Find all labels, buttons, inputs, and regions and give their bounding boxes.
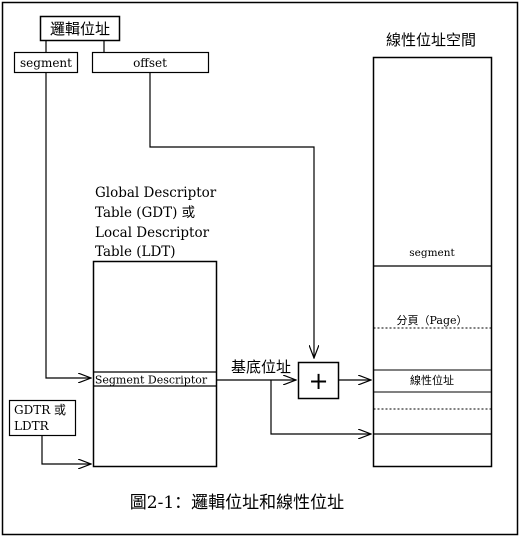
linear-space-box bbox=[372, 56, 493, 468]
descriptor-table-line-4: Table (LDT) bbox=[95, 244, 176, 260]
figure-caption: 圖2-1：邏輯位址和線性位址 bbox=[130, 493, 344, 513]
descriptor-table-box bbox=[92, 260, 218, 468]
offset-to-adder-arrow bbox=[149, 72, 314, 359]
gdtr-line-1: GDTR 或 bbox=[14, 403, 66, 417]
descriptor-table-line-3: Local Descriptor bbox=[95, 225, 210, 241]
base-to-linear-arrow bbox=[270, 380, 371, 434]
linear-address-label: 線性位址 bbox=[410, 373, 454, 387]
gdtr-to-table-arrow bbox=[41, 435, 91, 465]
base-address-label: 基底位址 bbox=[231, 358, 291, 376]
descriptor-table-line-1: Global Descriptor bbox=[95, 185, 217, 201]
linear-segment-label: segment bbox=[409, 247, 455, 259]
segment-selector-label: segment bbox=[20, 56, 72, 70]
gdtr-line-2: LDTR bbox=[14, 419, 50, 433]
segment-descriptor-label: Segment Descriptor bbox=[95, 374, 208, 387]
linear-space-title: 線性位址空間 bbox=[386, 31, 476, 49]
page-label: 分頁（Page） bbox=[396, 314, 467, 327]
segment-to-descriptor-arrow bbox=[45, 72, 91, 379]
descriptor-table-line-2: Table (GDT) 或 bbox=[95, 205, 195, 221]
adder-box bbox=[297, 361, 340, 400]
gdtr-ldtr-box bbox=[8, 399, 77, 437]
logical-address-box bbox=[39, 15, 121, 42]
plus-symbol: + bbox=[308, 367, 328, 395]
offset-label: offset bbox=[133, 56, 167, 70]
logical-address-label: 邏輯位址 bbox=[50, 20, 110, 38]
